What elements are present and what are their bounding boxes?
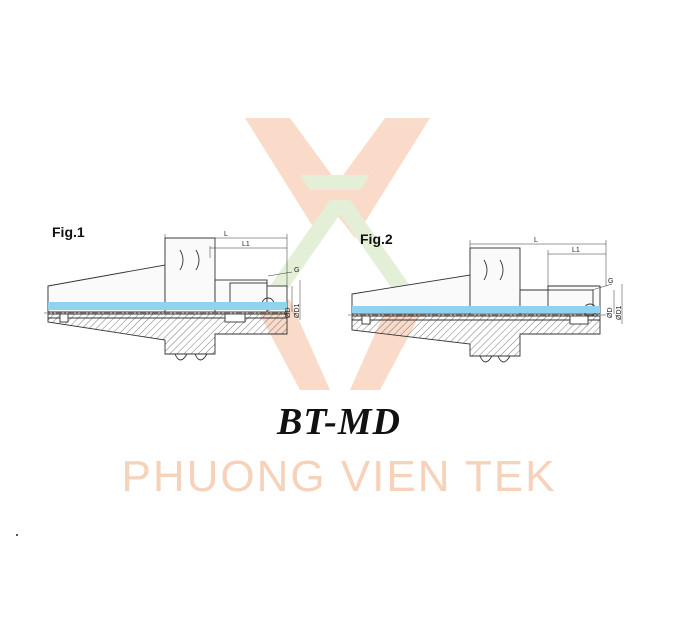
fig1-label: Fig.1 xyxy=(52,224,85,240)
fig2-dim-g: G xyxy=(608,278,613,285)
fig2-dim-l1: L1 xyxy=(572,247,580,254)
fig1-dim-g: G xyxy=(294,267,299,274)
watermark-logo xyxy=(245,118,430,390)
coolant-channel-2 xyxy=(352,306,600,313)
fig1-dim-d1: ØD1 xyxy=(294,304,301,319)
fig2-dim-d: ØD xyxy=(607,308,614,319)
fig2-dim-l: L xyxy=(534,237,538,244)
fig2-label: Fig.2 xyxy=(360,231,393,247)
coolant-channel xyxy=(48,302,287,310)
fig2-dim-d1: ØD1 xyxy=(616,306,623,321)
fig1-dim-l1: L1 xyxy=(242,241,250,248)
fig1-drawing xyxy=(44,234,301,361)
watermark-text: PHUONG VIEN TEK xyxy=(121,452,557,501)
page-title: BT-MD xyxy=(277,401,401,443)
stray-dot xyxy=(16,534,18,536)
fig1-dim-l: L xyxy=(224,231,228,238)
fig2-drawing xyxy=(348,240,623,363)
fig1-dim-d: ØD xyxy=(285,308,292,319)
